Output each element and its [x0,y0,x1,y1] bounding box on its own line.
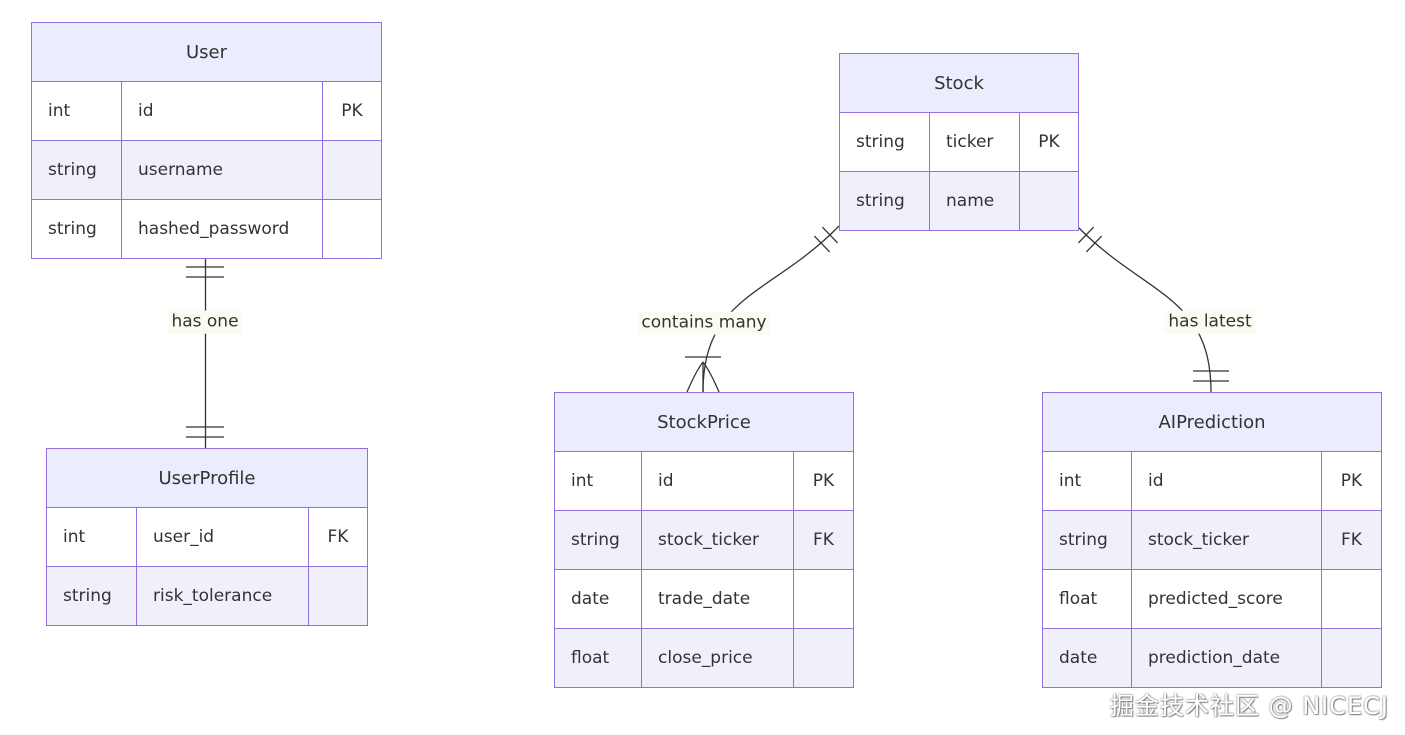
attr-type: int [1059,471,1082,491]
attribute-row: string name [840,171,1078,230]
entity-userprofile-title: UserProfile [47,449,367,507]
attr-name: stock_ticker [641,511,793,569]
attribute-row: string risk_tolerance [47,566,367,625]
relationship-label-has-one: has one [167,310,243,334]
cardinality-one-tick-stock-right-b [1085,235,1103,253]
attr-type: string [856,191,905,211]
attr-type: string [856,132,905,152]
attr-type: string [1059,530,1108,550]
entity-user-title: User [32,23,381,81]
attr-type: date [571,589,610,609]
attr-name: hashed_password [121,200,322,258]
attribute-row: int id PK [32,81,381,140]
attr-name: id [121,82,322,140]
attr-key [1321,570,1381,628]
attr-type: float [1059,589,1098,609]
cardinality-one-tick-stock-right-a [1077,226,1095,244]
attribute-row: int id PK [555,451,853,510]
attr-name: ticker [929,113,1019,171]
entity-stockprice: StockPrice int id PK string stock_ticker… [554,392,854,688]
attr-key [322,141,381,199]
relationship-label-contains-many: contains many [637,311,771,335]
entity-stock: Stock string ticker PK string name [839,53,1079,231]
attr-name: stock_ticker [1131,511,1321,569]
attribute-row: date prediction_date [1043,628,1381,687]
attr-name: username [121,141,322,199]
attr-key: FK [308,508,367,566]
attr-key [793,629,853,687]
attribute-row: string hashed_password [32,199,381,258]
attr-name: name [929,172,1019,230]
attr-type: int [571,471,594,491]
cardinality-one-tick-stock-end-b [813,235,831,253]
attr-type: string [48,160,97,180]
relationship-line-contains-many [702,225,840,393]
cardinality-one-tick-userprofile-end [186,426,224,438]
entity-stock-title: Stock [840,54,1078,112]
entity-stockprice-title: StockPrice [555,393,853,451]
attr-key [793,570,853,628]
attr-type: string [571,530,620,550]
attr-type: int [63,527,86,547]
attr-key: PK [793,452,853,510]
attr-type: date [1059,648,1098,668]
relationship-label-has-latest: has latest [1164,310,1256,334]
attribute-row: float close_price [555,628,853,687]
cardinality-one-tick-aiprediction-end [1193,370,1229,382]
attr-key: FK [793,511,853,569]
attr-name: id [1131,452,1321,510]
attr-type: int [48,101,71,121]
attr-key: PK [1321,452,1381,510]
attribute-row: string stock_ticker FK [555,510,853,569]
entity-aiprediction: AIPrediction int id PK string stock_tick… [1042,392,1382,688]
entity-userprofile: UserProfile int user_id FK string risk_t… [46,448,368,626]
attr-key [1019,172,1078,230]
crow-foot-stockprice-end [686,361,720,393]
attribute-row: int user_id FK [47,507,367,566]
attr-key: PK [322,82,381,140]
watermark-text: 掘金技术社区 @ NICECJ [1109,692,1389,720]
attr-key [1321,629,1381,687]
attribute-row: string ticker PK [840,112,1078,171]
attr-type: string [48,219,97,239]
attr-name: risk_tolerance [136,567,308,625]
attr-name: user_id [136,508,308,566]
relationship-line-has-latest [1076,225,1212,393]
attribute-row: string stock_ticker FK [1043,510,1381,569]
attr-type: string [63,586,112,606]
attribute-row: date trade_date [555,569,853,628]
attr-key: PK [1019,113,1078,171]
attr-name: prediction_date [1131,629,1321,687]
cardinality-one-tick-stock-end-a [821,226,839,244]
attr-name: id [641,452,793,510]
attr-key [308,567,367,625]
attr-name: predicted_score [1131,570,1321,628]
attribute-row: string username [32,140,381,199]
entity-aiprediction-title: AIPrediction [1043,393,1381,451]
attribute-row: float predicted_score [1043,569,1381,628]
attr-name: trade_date [641,570,793,628]
attr-name: close_price [641,629,793,687]
cardinality-one-tick-user-end [186,266,224,278]
entity-user: User int id PK string username string ha… [31,22,382,259]
attr-key: FK [1321,511,1381,569]
attr-key [322,200,381,258]
attr-type: float [571,648,610,668]
attribute-row: int id PK [1043,451,1381,510]
